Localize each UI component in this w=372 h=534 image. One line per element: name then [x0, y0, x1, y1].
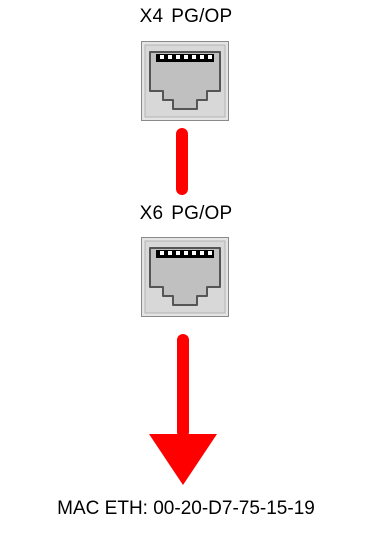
connection-line	[176, 128, 188, 195]
port-x4-id: X4	[139, 6, 164, 27]
rj45-jack-icon	[141, 237, 229, 317]
mac-address-label: MAC ETH: 00-20-D7-75-15-19	[57, 498, 315, 519]
port-x6-name: PG/OP	[171, 203, 233, 224]
port-x4-name: PG/OP	[171, 6, 233, 27]
port-x4-label: X4 PG/OP	[0, 6, 372, 28]
port-x6-id: X6	[139, 203, 164, 224]
arrow-down-icon	[148, 334, 218, 486]
port-x6-label: X6 PG/OP	[0, 203, 372, 225]
rj45-jack-icon	[141, 41, 229, 121]
